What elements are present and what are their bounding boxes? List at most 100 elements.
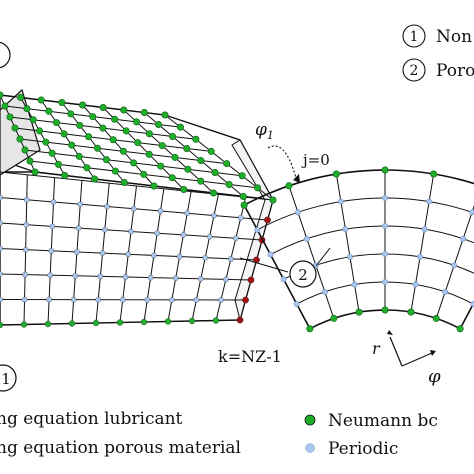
phi1-arrow (267, 145, 300, 183)
neumann-node (111, 115, 119, 123)
neumann-node (145, 130, 153, 138)
neumann-node (197, 177, 205, 185)
periodic-node (50, 199, 57, 205)
sector-radial-line (435, 204, 474, 319)
neumann-node (23, 105, 31, 113)
neumann-node (140, 109, 148, 117)
periodic-node (154, 230, 160, 236)
neumann-node (180, 186, 188, 194)
neumann-node (164, 318, 172, 325)
neumann-node (225, 181, 233, 189)
periodic-node (193, 297, 200, 303)
periodic-node (70, 296, 77, 303)
neumann-node (122, 127, 130, 135)
periodic-node (460, 235, 466, 242)
neumann-node (29, 116, 37, 124)
neumann-node (20, 321, 28, 328)
periodic-node (197, 275, 204, 282)
neumann-node (330, 314, 338, 322)
callout-1-bottom-left: 1 (0, 364, 17, 392)
neumann-node (75, 152, 83, 160)
periodic-node (176, 253, 183, 260)
periodic-node (0, 271, 3, 277)
periodic-node (184, 210, 191, 217)
neumann-node (67, 110, 75, 118)
neumann-node (157, 162, 165, 170)
neumann-node (381, 166, 389, 174)
block-grid-nodes (0, 91, 277, 329)
periodic-node (46, 296, 52, 303)
front-grid-line (0, 171, 274, 201)
neumann-node (48, 149, 56, 157)
neumann-node (192, 135, 200, 143)
j0-label: j=0 (301, 151, 330, 169)
periodic-node (104, 203, 110, 210)
periodic-node (0, 220, 3, 226)
periodic-node (151, 252, 157, 259)
neumann-node (254, 184, 262, 192)
legend-lubricant-text: ng equation lubricant (0, 409, 183, 429)
periodic-node (0, 296, 3, 303)
neumann-node (45, 107, 53, 115)
neumann-node (44, 320, 52, 328)
neumann-node (111, 167, 119, 175)
dirichlet-node (264, 216, 271, 224)
neumann-node (99, 124, 107, 132)
periodic-node (382, 223, 388, 229)
neumann-node (456, 325, 464, 333)
periodic-node (470, 301, 474, 307)
periodic-node (172, 275, 179, 282)
neumann-node (6, 113, 14, 121)
neumann-node (120, 179, 128, 187)
periodic-node (211, 212, 217, 219)
sector-radial-line (243, 204, 311, 330)
periodic-node (426, 198, 433, 205)
periodic-node (125, 251, 132, 258)
periodic-node (47, 272, 54, 279)
periodic-node (469, 209, 474, 216)
neumann-node (140, 170, 148, 178)
neumann-node (155, 121, 163, 129)
periodic-node (22, 246, 29, 253)
periodic-node (293, 301, 300, 307)
periodic-node (304, 235, 310, 242)
neumann-node (76, 121, 84, 129)
neumann-node (58, 99, 66, 107)
periodic-node (280, 276, 287, 283)
neumann-node (94, 144, 102, 152)
svg-text:Neumann bc: Neumann bc (328, 411, 438, 431)
periodic-node (421, 226, 428, 233)
periodic-node (321, 288, 328, 295)
periodic-node (23, 221, 30, 228)
neumann-node (26, 157, 34, 165)
sector-arc-line (257, 197, 474, 231)
periodic-node (21, 296, 28, 303)
neumann-node (184, 165, 192, 173)
sector-arc-line (243, 169, 474, 206)
periodic-node (48, 247, 55, 254)
svg-text:2: 2 (410, 63, 419, 79)
neumann-node (54, 160, 62, 168)
neumann-node (120, 106, 128, 114)
svg-text:2: 2 (298, 266, 308, 284)
neumann-node (188, 317, 196, 325)
neumann-node (176, 123, 184, 131)
neumann-node (239, 193, 247, 201)
neumann-node (83, 164, 91, 172)
neumann-node (119, 147, 127, 155)
periodic-node (351, 281, 358, 288)
periodic-node (72, 272, 79, 279)
periodic-node (237, 214, 244, 221)
neumann-node (0, 91, 4, 99)
polar-axes: r φ (372, 330, 441, 387)
periodic-node (228, 256, 234, 262)
periodic-node (218, 297, 224, 303)
neumann-node (21, 146, 29, 154)
legend-top-right: 1 Non 2 Poro (402, 24, 474, 82)
svg-text:Poro: Poro (436, 61, 474, 81)
periodic-node (75, 225, 82, 231)
periodic-node (77, 201, 84, 208)
sector-mesh (240, 166, 474, 333)
sector-radial-line (335, 173, 360, 313)
